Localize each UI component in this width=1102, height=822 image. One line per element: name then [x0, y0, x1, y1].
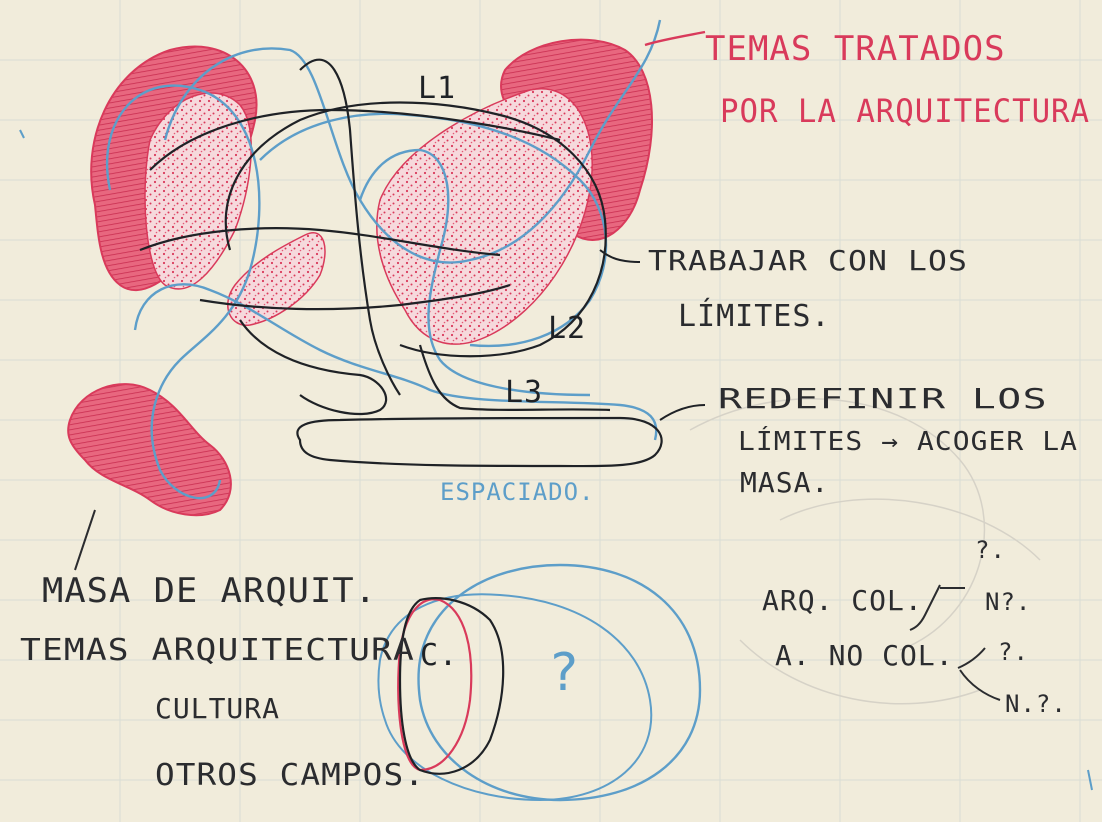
temas-arquitectura-label: TEMAS ARQUITECTURA	[20, 633, 415, 668]
label-l1: L1	[418, 71, 456, 106]
arq-col-label: ARQ. COL.	[762, 584, 923, 617]
question-mark: ?	[548, 643, 580, 703]
branch-q1: ?.	[975, 536, 1006, 564]
espaciado-label: ESPACIADO.	[440, 478, 595, 506]
masa-label: MASA DE ARQUIT.	[42, 571, 377, 611]
label-c: C.	[420, 638, 458, 673]
temas-tratados-line1: TEMAS TRATADOS	[705, 29, 1006, 69]
branch-nq2: N.?.	[1005, 690, 1067, 718]
trabajar-line2: LÍMITES.	[678, 298, 831, 334]
temas-tratados-line2: POR LA ARQUITECTURA	[720, 92, 1090, 130]
branch-q2: ?.	[998, 638, 1029, 666]
trabajar-line1: TRABAJAR CON LOS	[648, 244, 968, 277]
a-no-col-label: A. NO COL.	[775, 639, 954, 672]
redefinir-line3: MASA.	[740, 466, 829, 499]
cultura-label: CULTURA	[155, 692, 280, 725]
redefinir-line2: LÍMITES → ACOGER LA	[738, 425, 1078, 457]
branch-nq1: N?.	[985, 588, 1031, 616]
label-l3: L3	[505, 375, 543, 410]
label-l2: L2	[548, 311, 586, 346]
otros-campos-label: OTROS CAMPOS.	[155, 758, 425, 793]
redefinir-line1: REDEFINIR LOS	[718, 382, 1048, 415]
